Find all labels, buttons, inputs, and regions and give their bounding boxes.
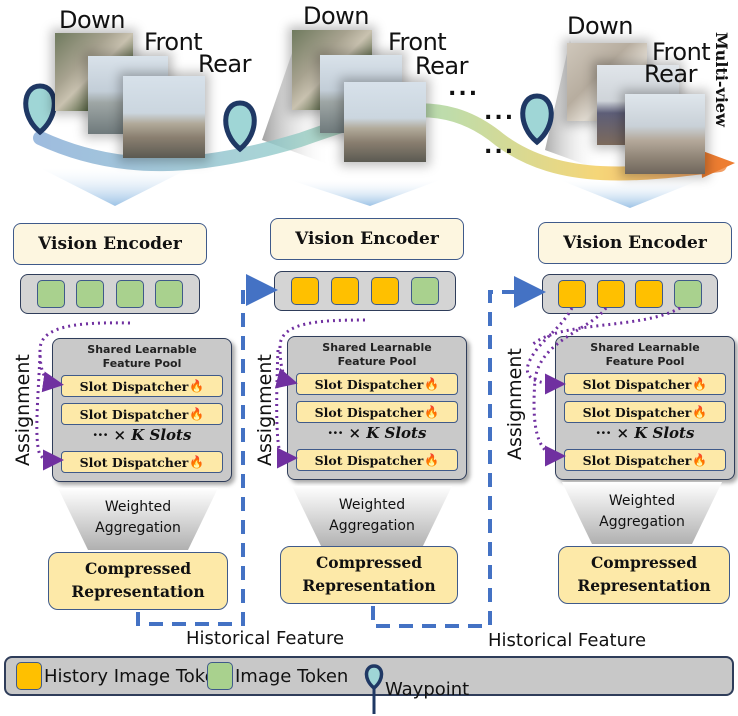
down-arrow-3	[560, 180, 700, 208]
view-label-rear-2: Rear	[415, 52, 468, 80]
assignment-label-2: Assignment	[254, 354, 276, 466]
history-image-token	[371, 277, 399, 305]
slot-dispatcher: Slot Dispatcher🔥	[61, 451, 223, 473]
view-label-rear-1: Rear	[198, 50, 251, 78]
assignment-label-1: Assignment	[12, 354, 34, 466]
image-token	[115, 280, 144, 308]
history-token-swatch	[16, 662, 42, 690]
view-label-down-1: Down	[59, 6, 126, 34]
fire-icon: 🔥	[424, 377, 440, 391]
vision-encoder-3: Vision Encoder	[538, 222, 732, 264]
history-image-token	[596, 280, 625, 308]
slot-dispatcher: Slot Dispatcher🔥	[296, 449, 458, 471]
fire-icon: 🔥	[189, 407, 205, 421]
fire-icon: 🔥	[424, 453, 440, 467]
view-label-front-2: Front	[388, 28, 447, 56]
slot-dispatcher: Slot Dispatcher🔥	[564, 401, 726, 423]
view-label-front-1: Front	[144, 28, 203, 56]
history-image-token	[331, 277, 359, 305]
image-token	[155, 280, 184, 308]
trajectory-arrowhead	[700, 150, 735, 178]
legend: History Image Token Image Token Waypoint	[4, 656, 734, 714]
token-bar-1	[20, 274, 200, 314]
k-slots-label: ··· × K Slots	[92, 426, 192, 444]
waypoint-icon	[364, 664, 384, 714]
down-arrow-2	[290, 180, 440, 206]
ellipsis-3: ...	[484, 134, 516, 159]
waypoint-icon	[23, 83, 57, 160]
view-label-front-3: Front	[652, 38, 711, 66]
history-image-token	[635, 280, 664, 308]
fire-icon: 🔥	[692, 377, 708, 391]
history-image-token	[557, 280, 586, 308]
fire-icon: 🔥	[424, 405, 440, 419]
vision-encoder-2: Vision Encoder	[270, 218, 464, 260]
down-arrow-1	[40, 168, 190, 206]
slot-dispatcher: Slot Dispatcher🔥	[61, 375, 223, 397]
token-bar-2	[274, 271, 456, 311]
legend-item-history-token: History Image Token	[16, 662, 227, 690]
slot-dispatcher: Slot Dispatcher🔥	[564, 373, 726, 395]
legend-item-image-token: Image Token	[207, 662, 348, 690]
legend-item-waypoint: Waypoint	[364, 662, 469, 716]
ellipsis-1: ...	[448, 76, 480, 101]
k-slots-label: ··· × K Slots	[327, 424, 427, 442]
image-token	[674, 280, 703, 308]
slot-dispatcher: Slot Dispatcher🔥	[296, 401, 458, 423]
k-slots-label: ··· × K Slots	[595, 424, 695, 442]
assignment-label-3: Assignment	[504, 348, 526, 460]
history-image-token	[291, 277, 319, 305]
token-bar-3	[542, 274, 718, 314]
slot-dispatcher: Slot Dispatcher🔥	[61, 403, 223, 425]
slot-dispatcher: Slot Dispatcher🔥	[564, 449, 726, 471]
waypoint-icon	[223, 100, 257, 177]
fire-icon: 🔥	[189, 379, 205, 393]
view-photo-rear-3	[625, 94, 705, 174]
historical-feature-label-2: Historical Feature	[488, 630, 647, 651]
fire-icon: 🔥	[692, 405, 708, 419]
multi-view-label: Multi-view	[712, 32, 731, 127]
fire-icon: 🔥	[189, 455, 205, 469]
view-label-rear-3: Rear	[644, 60, 697, 88]
vision-encoder-1: Vision Encoder	[13, 223, 207, 265]
view-photo-rear-1	[123, 76, 205, 158]
historical-feature-label-1: Historical Feature	[186, 628, 345, 649]
slot-dispatcher: Slot Dispatcher🔥	[296, 373, 458, 395]
view-photo-rear-2	[344, 82, 426, 162]
waypoint-icon	[520, 93, 554, 170]
image-token	[76, 280, 105, 308]
image-token-swatch	[207, 662, 233, 690]
image-token	[36, 280, 65, 308]
image-token	[411, 277, 439, 305]
view-label-down-2: Down	[303, 2, 370, 30]
ellipsis-2: ...	[484, 100, 516, 125]
view-label-down-3: Down	[567, 12, 634, 40]
fire-icon: 🔥	[692, 453, 708, 467]
